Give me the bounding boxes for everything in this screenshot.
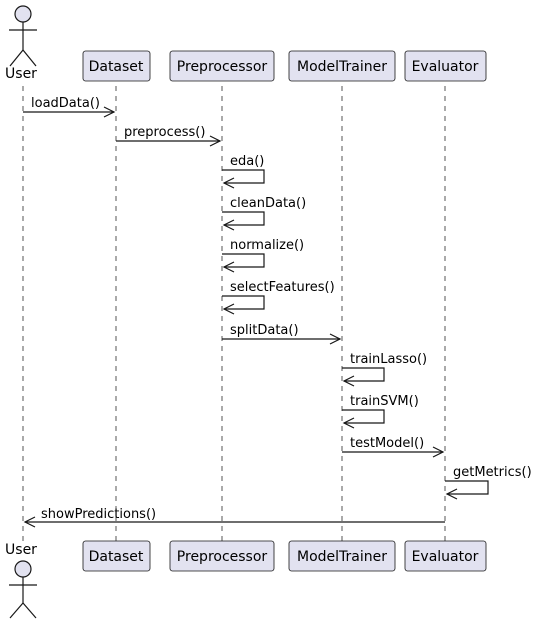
message-label: loadData() bbox=[31, 96, 100, 111]
message-12: showPredictions() bbox=[23, 507, 445, 528]
message-self-loop bbox=[222, 211, 265, 226]
actor-right-leg bbox=[22, 49, 37, 67]
message-self-loop bbox=[222, 295, 265, 310]
arrow-head bbox=[23, 516, 36, 528]
message-label: getMetrics() bbox=[453, 465, 532, 480]
participant-preprocessor-bottom: Preprocessor bbox=[169, 540, 275, 572]
participant-box bbox=[169, 50, 275, 82]
arrow-head bbox=[342, 417, 355, 429]
actor-user-bottom: User bbox=[5, 542, 37, 619]
message-self-loop bbox=[445, 480, 489, 495]
arrow-head bbox=[329, 333, 342, 345]
participant-box bbox=[404, 540, 487, 572]
arrow-head bbox=[222, 177, 235, 189]
message-label: preprocess() bbox=[124, 125, 205, 140]
message-5-self: normalize() bbox=[222, 238, 304, 273]
message-4-self: cleanData() bbox=[222, 196, 306, 231]
arrow-head bbox=[432, 446, 445, 458]
participant-dataset-label-top: Dataset bbox=[89, 59, 144, 75]
participant-dataset-bottom: Dataset bbox=[82, 540, 151, 572]
actor-user-label-top: User bbox=[5, 66, 37, 82]
message-label: trainLasso() bbox=[350, 352, 427, 367]
participant-box bbox=[288, 50, 396, 82]
participant-preprocessor-top: Preprocessor bbox=[169, 50, 275, 82]
message-7: splitData() bbox=[222, 323, 342, 345]
participant-dataset-top: Dataset bbox=[82, 50, 151, 82]
arrow-head bbox=[209, 135, 222, 147]
participant-evaluator-top: Evaluator bbox=[404, 50, 487, 82]
message-label: cleanData() bbox=[230, 196, 306, 211]
participant-evaluator-bottom: Evaluator bbox=[404, 540, 487, 572]
participant-dataset-label-bottom: Dataset bbox=[89, 549, 144, 565]
message-3-self: eda() bbox=[222, 154, 265, 189]
arrow-head bbox=[445, 488, 458, 500]
actor-user-label-bottom: User bbox=[5, 542, 37, 558]
arrow-head bbox=[222, 303, 235, 315]
actor-right-leg bbox=[22, 602, 37, 619]
message-11-self: getMetrics() bbox=[445, 465, 532, 500]
message-label: trainSVM() bbox=[350, 394, 419, 409]
message-self-loop bbox=[342, 409, 385, 424]
participant-box bbox=[169, 540, 275, 572]
message-label: testModel() bbox=[350, 436, 424, 451]
actor-head bbox=[14, 5, 32, 23]
actor-user-top: User bbox=[5, 5, 37, 82]
message-6-self: selectFeatures() bbox=[222, 280, 335, 315]
message-self-loop bbox=[222, 253, 265, 268]
participant-box bbox=[404, 50, 487, 82]
message-8-self: trainLasso() bbox=[342, 352, 427, 387]
actor-head bbox=[14, 560, 32, 578]
arrow-head bbox=[222, 219, 235, 231]
participant-evaluator-label-top: Evaluator bbox=[412, 59, 479, 75]
arrow-head bbox=[222, 261, 235, 273]
message-label: selectFeatures() bbox=[230, 280, 335, 295]
arrow-head bbox=[342, 375, 355, 387]
participant-box bbox=[82, 50, 151, 82]
participant-box bbox=[82, 540, 151, 572]
message-label: eda() bbox=[230, 154, 264, 169]
participant-box bbox=[288, 540, 396, 572]
actor-left-leg bbox=[9, 602, 24, 619]
arrow-head bbox=[103, 106, 116, 118]
message-label: normalize() bbox=[230, 238, 304, 253]
participant-evaluator-label-bottom: Evaluator bbox=[412, 549, 479, 565]
participant-modeltrainer-top: ModelTrainer bbox=[288, 50, 396, 82]
message-self-loop bbox=[222, 169, 265, 184]
participant-modeltrainer-label-top: ModelTrainer bbox=[297, 59, 387, 75]
message-10: testModel() bbox=[342, 436, 445, 458]
message-self-loop bbox=[342, 367, 385, 382]
participant-modeltrainer-label-bottom: ModelTrainer bbox=[297, 549, 387, 565]
message-2: preprocess() bbox=[116, 125, 222, 147]
actor-left-leg bbox=[9, 49, 24, 67]
participant-preprocessor-label-bottom: Preprocessor bbox=[177, 549, 268, 565]
message-label: splitData() bbox=[230, 323, 299, 338]
participant-preprocessor-label-top: Preprocessor bbox=[177, 59, 268, 75]
message-1: loadData() bbox=[23, 96, 116, 118]
message-9-self: trainSVM() bbox=[342, 394, 419, 429]
message-label: showPredictions() bbox=[41, 507, 156, 522]
participant-modeltrainer-bottom: ModelTrainer bbox=[288, 540, 396, 572]
